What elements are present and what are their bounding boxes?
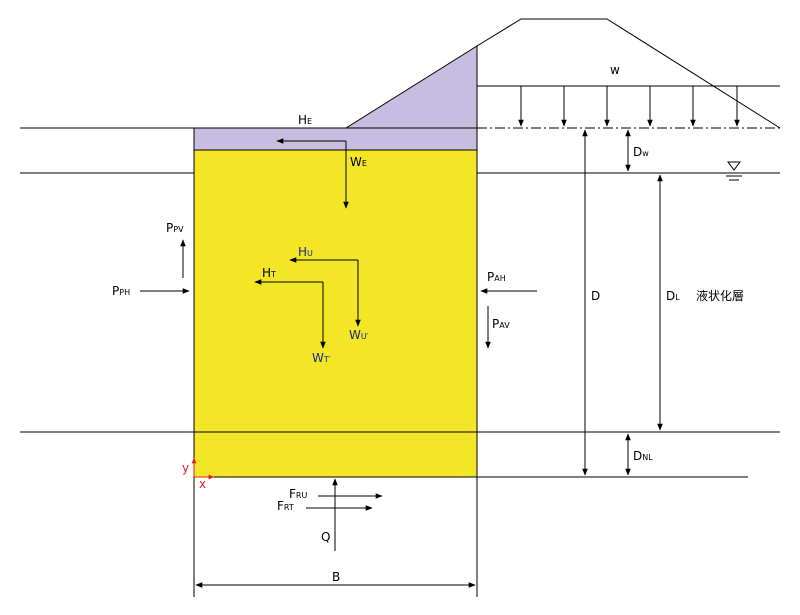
liquefaction-layer-label: 液状化層: [696, 288, 744, 303]
ht-label: HT: [262, 266, 276, 280]
we-label: WE: [350, 155, 367, 169]
y-axis-label: y: [182, 461, 189, 475]
wu-label: WU′: [349, 328, 369, 342]
pah-label: PAH: [487, 270, 506, 284]
load-label-w: w: [610, 63, 620, 77]
frt-label: FRT: [277, 499, 294, 513]
d-label: D: [591, 289, 600, 303]
q-label: Q: [321, 530, 330, 544]
he-label: HE: [298, 113, 312, 127]
x-axis-label: x: [199, 477, 206, 491]
embankment-outline: [476, 18, 781, 129]
embankment-layer: [193, 127, 478, 151]
wt-label: WT′: [312, 351, 331, 365]
dnl-label: DNL: [633, 449, 653, 463]
soil-block: [193, 149, 478, 478]
hu-label: HU: [298, 245, 313, 259]
pav-label: PAV: [492, 317, 510, 331]
b-label: B: [332, 570, 340, 584]
pph-label: PPH: [112, 284, 130, 298]
dw-label: Dw: [633, 145, 649, 159]
distributed-load-arrows: [518, 86, 740, 127]
embankment-slope: [344, 45, 478, 129]
dl-label: DL: [666, 289, 680, 303]
ppv-label: PPV: [166, 221, 184, 235]
water-level-icon: [726, 161, 742, 181]
fru-label: FRU: [289, 487, 307, 501]
